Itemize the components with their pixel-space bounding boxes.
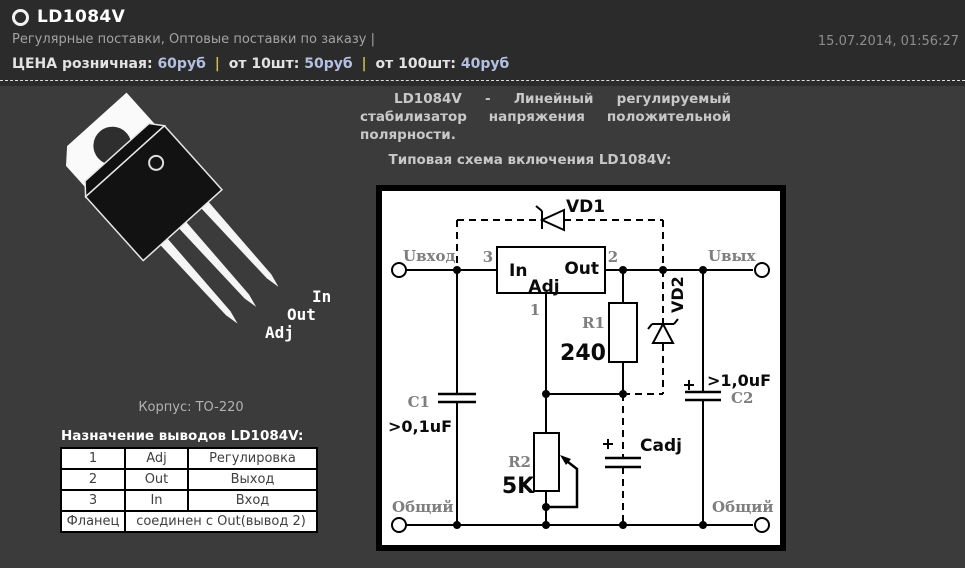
tier2-price-value: 40руб xyxy=(460,56,510,72)
label-ground-right: Общий xyxy=(712,498,774,516)
input-terminal xyxy=(391,262,407,278)
pin-number-cell: 2 xyxy=(60,468,126,491)
lead-out xyxy=(173,215,257,307)
flange-cell: Фланец xyxy=(60,510,126,533)
tier1-price-value: 50руб xyxy=(304,56,353,72)
pinout-table: 1 Adj Регулировка 2 Out Выход 3 In Вход … xyxy=(60,447,318,533)
label-pin1: 1 xyxy=(530,301,540,319)
table-row: 3 In Вход xyxy=(60,489,318,512)
case-label: Корпус: TO-220 xyxy=(138,400,244,415)
schematic-frame xyxy=(376,185,786,551)
pin-signal-cell: In xyxy=(124,489,189,512)
page-title: LD1084V xyxy=(37,7,126,27)
pin-function-cell: Выход xyxy=(187,468,318,491)
ground-terminal-left xyxy=(391,517,407,533)
label-u-output: Uвых xyxy=(708,247,757,265)
potentiometer-wiper xyxy=(546,455,579,509)
price-separator: | xyxy=(361,56,367,72)
pin-number-cell: 1 xyxy=(60,447,126,470)
pin-function-cell: Регулировка xyxy=(187,447,318,470)
price-row: ЦЕНА розничная: 60руб | от 10шт: 50руб |… xyxy=(12,56,509,72)
flange-function-cell: соединен с Out(вывод 2) xyxy=(124,510,318,533)
body-mark xyxy=(148,154,165,171)
pin-function-cell: Вход xyxy=(187,489,318,512)
label-pin3: 3 xyxy=(483,248,493,266)
part-description: LD1084V - Линейный регулируемый стабилиз… xyxy=(360,91,731,143)
timestamp: 15.07.2014, 01:56:27 xyxy=(817,34,959,49)
label-r2: R2 xyxy=(508,453,531,471)
label-c2: C2 xyxy=(731,389,753,407)
label-u-input: Uвход xyxy=(403,247,455,265)
capacitor-plates xyxy=(438,390,721,469)
resistor-r1 xyxy=(608,302,638,363)
dashed-divider xyxy=(0,80,965,81)
schematic-heading: Типовая схема включения LD1084V: xyxy=(388,152,672,168)
to220-package-image: In Out Adj xyxy=(66,92,331,342)
tier2-price-label: от 100шт: xyxy=(375,56,456,72)
pinout-table-title: Назначение выводов LD1084V: xyxy=(61,428,304,444)
label-ground-left: Общий xyxy=(392,498,454,516)
label-pin2: 2 xyxy=(608,248,618,266)
pin-label-adj: Adj xyxy=(265,323,294,342)
value-c2: >1,0uF xyxy=(707,371,771,390)
label-vd1: VD1 xyxy=(566,197,605,217)
retail-price-value: 60руб xyxy=(157,56,206,72)
table-row: 2 Out Выход xyxy=(60,468,318,491)
title-row: LD1084V xyxy=(12,7,125,27)
tier1-price-label: от 10шт: xyxy=(228,56,300,72)
supply-info: Регулярные поставки, Оптовые поставки по… xyxy=(12,32,375,47)
regulator-pin-in: In xyxy=(509,261,527,281)
header: LD1084V Регулярные поставки, Оптовые пос… xyxy=(0,0,965,86)
pin-signal-cell: Adj xyxy=(124,447,189,470)
polarity-plus-marks xyxy=(603,380,694,449)
value-r2: 5K xyxy=(502,474,535,499)
value-r1: 240 xyxy=(560,341,606,366)
vd1-diode xyxy=(535,205,565,232)
table-row: Фланец соединен с Out(вывод 2) xyxy=(60,510,318,533)
output-terminal xyxy=(754,262,770,278)
label-cadj: Cadj xyxy=(640,436,682,456)
dashed-wires xyxy=(456,219,664,525)
plastic-body xyxy=(84,124,224,262)
value-c1: >0,1uF xyxy=(388,417,452,436)
label-vd2: VD2 xyxy=(668,276,687,313)
pin-label-in: In xyxy=(312,287,331,306)
ground-terminal-right xyxy=(754,517,770,533)
to220-body-group xyxy=(66,92,279,324)
label-r1: R1 xyxy=(582,314,605,332)
lead-adj xyxy=(154,232,238,324)
table-row: 1 Adj Регулировка xyxy=(60,447,318,470)
pin-number-cell: 3 xyxy=(60,489,126,512)
application-schematic: Uвход Uвых 3 2 1 R1 R2 C1 C2 Общий Общий… xyxy=(376,185,786,551)
price-separator: | xyxy=(214,56,220,72)
part-ring-icon xyxy=(12,8,29,26)
potentiometer-r2 xyxy=(533,432,560,492)
label-c1: C1 xyxy=(408,393,430,411)
meta-row: Регулярные поставки, Оптовые поставки по… xyxy=(12,32,961,49)
pin-signal-cell: Out xyxy=(124,468,189,491)
retail-price-label: ЦЕНА розничная: xyxy=(12,56,153,72)
vd2-zener-diode xyxy=(647,318,679,344)
junction-dots xyxy=(453,266,707,529)
regulator-pin-adj: Adj xyxy=(528,277,559,297)
lead-in xyxy=(195,195,279,287)
pin-label-out: Out xyxy=(287,305,316,324)
regulator-pin-out: Out xyxy=(564,259,599,279)
regulator-box xyxy=(496,246,606,294)
